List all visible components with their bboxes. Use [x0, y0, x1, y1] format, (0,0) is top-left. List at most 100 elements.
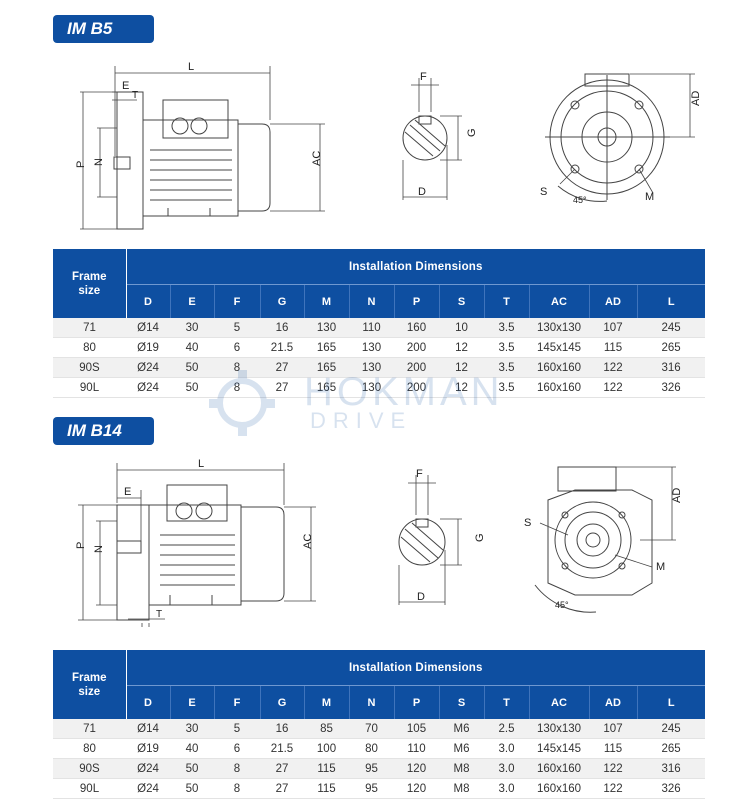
- table-cell: 70: [349, 719, 394, 739]
- b14-label-M: M: [656, 561, 665, 573]
- table-cell: 145x145: [529, 337, 589, 358]
- table-cell: Ø19: [126, 738, 170, 759]
- column-header: P: [393, 685, 439, 719]
- b14-label-N: N: [93, 545, 105, 553]
- table-cell: M8: [439, 758, 484, 779]
- table-cell: 115: [589, 738, 637, 759]
- table-cell: 165: [304, 377, 349, 398]
- table-cell: 200: [394, 357, 439, 378]
- section-title-im-b5: IM B5: [53, 15, 154, 43]
- table-cell: M6: [439, 738, 484, 759]
- column-header: AD: [588, 284, 637, 318]
- watermark-line2: DRIVE: [310, 408, 413, 433]
- table-cell: 27: [260, 758, 304, 779]
- table-cell: 105: [394, 719, 439, 739]
- table-cell: 200: [394, 377, 439, 398]
- column-header: D: [126, 284, 170, 318]
- table-cell: 316: [637, 758, 706, 779]
- column-header: L: [636, 284, 706, 318]
- column-header: M: [303, 685, 349, 719]
- table-cell: 160x160: [529, 758, 589, 779]
- table-header-group: Installation Dimensions: [126, 249, 706, 285]
- table-cell: Ø14: [126, 719, 170, 739]
- column-header: N: [348, 685, 394, 719]
- table-cell: 326: [637, 778, 706, 799]
- table-cell: 8: [214, 778, 260, 799]
- frame-size-cell: 90S: [53, 357, 126, 378]
- column-header: E: [169, 284, 214, 318]
- b14-label-AD: AD: [671, 488, 683, 503]
- b5-label-L: L: [188, 61, 194, 73]
- column-header: E: [169, 685, 214, 719]
- column-header: AC: [528, 685, 589, 719]
- table-cell: 3.0: [484, 778, 529, 799]
- table-cell: M8: [439, 778, 484, 799]
- b14-shaft-section: [398, 518, 446, 566]
- table-cell: 130: [349, 337, 394, 358]
- table-cell: 30: [170, 318, 214, 338]
- table-cell: 160: [394, 318, 439, 338]
- b14-label-S: S: [524, 517, 531, 529]
- b14-label-F: F: [416, 468, 423, 480]
- table-cell: 115: [304, 778, 349, 799]
- table-cell: 160x160: [529, 377, 589, 398]
- column-header: G: [259, 685, 304, 719]
- table-cell: 245: [637, 318, 706, 338]
- b5-label-T: T: [132, 90, 138, 101]
- table-cell: 21.5: [260, 337, 304, 358]
- b14-label-AC: AC: [302, 534, 314, 549]
- table-cell: 3.0: [484, 738, 529, 759]
- table-cell: Ø19: [126, 337, 170, 358]
- b5-label-S: S: [540, 186, 547, 198]
- table-cell: 27: [260, 357, 304, 378]
- column-header: T: [483, 284, 529, 318]
- column-header: F: [213, 284, 260, 318]
- table-cell: Ø24: [126, 357, 170, 378]
- table-cell: 2.5: [484, 719, 529, 739]
- b5-label-E: E: [122, 80, 129, 92]
- column-header: G: [259, 284, 304, 318]
- table-cell: 110: [349, 318, 394, 338]
- table-cell: 95: [349, 778, 394, 799]
- table-cell: 16: [260, 318, 304, 338]
- table-cell: 10: [439, 318, 484, 338]
- table-cell: 107: [589, 318, 637, 338]
- table-cell: 120: [394, 758, 439, 779]
- b14-front-housing: [547, 489, 653, 596]
- table-cell: 50: [170, 377, 214, 398]
- table-cell: 130: [304, 318, 349, 338]
- table-cell: 115: [589, 337, 637, 358]
- b5-label-P: P: [75, 161, 87, 168]
- table-cell: 122: [589, 357, 637, 378]
- table-cell: Ø14: [126, 318, 170, 338]
- b14-label-angle: 45°: [555, 600, 569, 610]
- table-cell: 3.0: [484, 758, 529, 779]
- table-cell: 12: [439, 337, 484, 358]
- table-cell: Ø24: [126, 377, 170, 398]
- table-cell: 245: [637, 719, 706, 739]
- b5-label-N: N: [93, 158, 105, 166]
- table-cell: 21.5: [260, 738, 304, 759]
- b5-label-AD: AD: [690, 91, 702, 106]
- table-cell: 40: [170, 738, 214, 759]
- frame-size-cell: 90S: [53, 758, 126, 779]
- table-cell: 3.5: [484, 337, 529, 358]
- table-cell: 130x130: [529, 719, 589, 739]
- column-header: P: [393, 284, 439, 318]
- frame-size-cell: 80: [53, 337, 126, 358]
- b14-label-P: P: [75, 542, 87, 549]
- table-cell: 3.5: [484, 318, 529, 338]
- table-cell: 8: [214, 377, 260, 398]
- table-cell: 50: [170, 778, 214, 799]
- table-cell: 265: [637, 738, 706, 759]
- table-cell: 8: [214, 758, 260, 779]
- table-cell: 120: [394, 778, 439, 799]
